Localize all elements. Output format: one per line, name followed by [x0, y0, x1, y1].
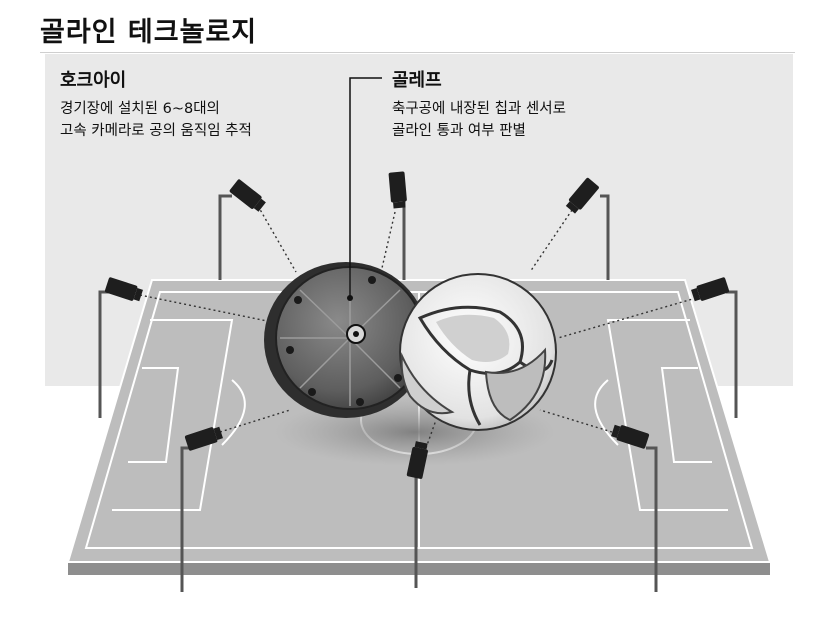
goalref-desc-line-1: 축구공에 내장된 칩과 센서로 [392, 101, 566, 117]
cameras [104, 171, 730, 479]
goalref-heading: 골레프 [392, 70, 442, 91]
goalref-leader-line [349, 77, 382, 298]
camera-sight-lines [139, 205, 697, 449]
camera-left-back-tall-icon [229, 179, 266, 212]
title-divider [40, 52, 795, 53]
hawkeye-callout: 호크아이 경기장에 설치된 6~8대의 고속 카메라로 공의 움직임 추적 [60, 66, 252, 142]
camera-center-back-icon [388, 171, 407, 209]
camera-right-back-tall-icon [565, 177, 599, 214]
hawkeye-desc-line-2: 고속 카메라로 공의 움직임 추적 [60, 123, 252, 139]
goalref-callout: 골레프 축구공에 내장된 칩과 센서로 골라인 통과 여부 판별 [392, 66, 566, 142]
camera-poles [98, 190, 738, 592]
ball-cutaway [264, 262, 428, 418]
camera-center-front-icon [406, 441, 428, 479]
camera-right-side-icon [691, 277, 730, 302]
hawkeye-heading: 호크아이 [60, 70, 127, 91]
page-title: 골라인 테크놀로지 [40, 17, 258, 48]
hawkeye-desc-line-1: 경기장에 설치된 6~8대의 [60, 101, 220, 117]
field-front-edge [68, 562, 770, 575]
camera-left-side-icon [104, 277, 143, 302]
camera-left-front-icon [184, 426, 223, 451]
soccer-ball [399, 273, 557, 431]
goalref-leader-dot [347, 295, 353, 301]
camera-right-front-icon [611, 424, 650, 449]
goalref-desc-line-2: 골라인 통과 여부 판별 [392, 123, 526, 139]
